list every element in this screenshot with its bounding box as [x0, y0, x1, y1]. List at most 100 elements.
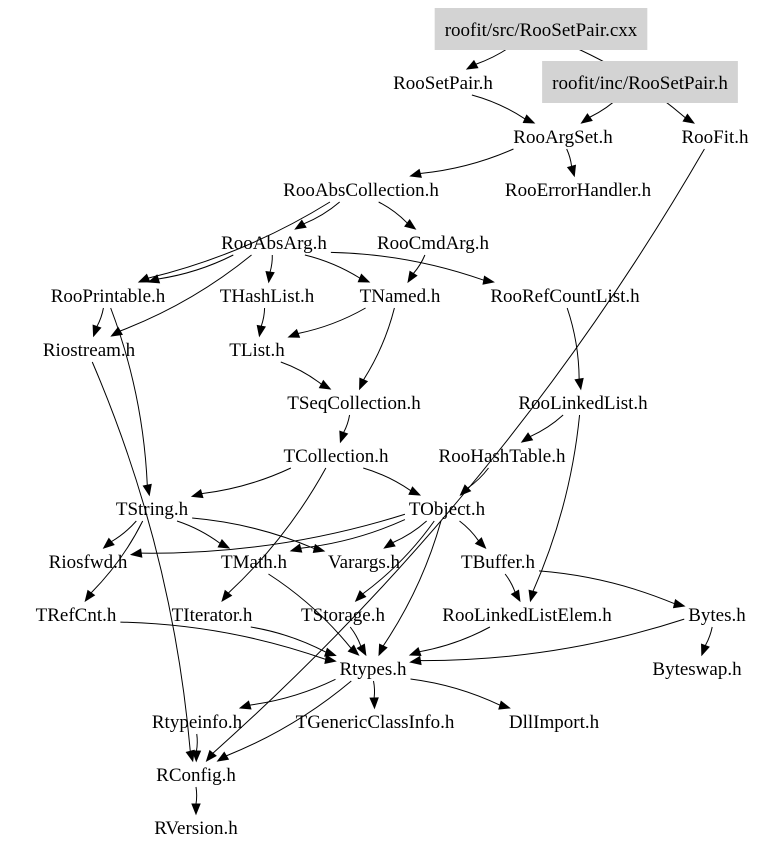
graph-node[interactable]: RVersion.h: [154, 818, 238, 839]
graph-node[interactable]: Riostream.h: [43, 340, 136, 361]
node-label: TStorage.h: [301, 605, 385, 626]
dependency-edge: [250, 626, 327, 653]
arrowhead-icon: [474, 537, 487, 549]
arrowhead-icon: [287, 328, 301, 338]
graph-node[interactable]: TSeqCollection.h: [287, 393, 421, 414]
graph-node[interactable]: RooLinkedList.h: [518, 393, 648, 414]
dependency-edge: [280, 361, 322, 385]
graph-node[interactable]: TCollection.h: [283, 446, 389, 467]
node-label: RooSetPair.h: [393, 73, 493, 94]
graph-node[interactable]: RooSetPair.h: [393, 73, 493, 94]
node-label: THashList.h: [220, 286, 315, 307]
graph-node[interactable]: roofit/inc/RooSetPair.h: [542, 61, 738, 103]
node-label: RConfig.h: [156, 765, 236, 786]
node-label: RooLinkedList.h: [518, 393, 648, 414]
node-label: TSeqCollection.h: [287, 393, 421, 414]
dependency-edge: [110, 307, 148, 486]
dependency-edge: [212, 148, 705, 754]
graph-node[interactable]: TMath.h: [221, 552, 287, 573]
arrowhead-icon: [347, 644, 360, 656]
arrowhead-icon: [383, 538, 396, 549]
arrowhead-icon: [324, 654, 337, 664]
node-label: Riosfwd.h: [49, 552, 128, 573]
node-label: TObject.h: [409, 499, 486, 520]
graph-node[interactable]: TNamed.h: [360, 286, 441, 307]
graph-node[interactable]: RooAbsArg.h: [221, 233, 327, 254]
node-label: RooErrorHandler.h: [505, 180, 652, 201]
arrowhead-icon: [404, 218, 417, 230]
graph-node[interactable]: Bytes.h: [688, 605, 746, 626]
arrowhead-icon: [566, 164, 577, 178]
node-label: TCollection.h: [283, 446, 389, 467]
graph-node[interactable]: RConfig.h: [156, 765, 236, 786]
arrowhead-icon: [574, 377, 584, 391]
graph-node[interactable]: TObject.h: [409, 499, 486, 520]
graph-node[interactable]: TList.h: [229, 340, 285, 361]
dependency-edge: [249, 678, 336, 706]
graph-node[interactable]: DllImport.h: [509, 712, 600, 733]
graph-node[interactable]: RooAbsCollection.h: [283, 180, 439, 201]
graph-node[interactable]: THashList.h: [220, 286, 315, 307]
node-label: TNamed.h: [360, 286, 441, 307]
dependency-edge: [269, 254, 273, 273]
node-label: RooAbsArg.h: [221, 233, 327, 254]
dependency-edge: [148, 201, 331, 279]
graph-node[interactable]: Rtypes.h: [339, 659, 407, 680]
graph-node[interactable]: RooFit.h: [681, 127, 749, 148]
graph-node[interactable]: TGenericClassInfo.h: [296, 712, 455, 733]
graph-node[interactable]: RooRefCountList.h: [490, 286, 640, 307]
graph-node[interactable]: TBuffer.h: [461, 552, 536, 573]
graph-node[interactable]: TString.h: [116, 499, 189, 520]
graph-node[interactable]: Riosfwd.h: [49, 552, 128, 573]
arrowhead-icon: [465, 59, 479, 70]
dependency-edge: [120, 621, 326, 660]
arrowhead-icon: [265, 270, 275, 284]
dependency-edge: [378, 201, 408, 224]
dependency-edge: [226, 680, 352, 757]
graph-node[interactable]: Varargs.h: [328, 552, 400, 573]
arrowhead-icon: [356, 643, 367, 657]
arrowhead-icon: [682, 113, 696, 124]
graph-node[interactable]: RooPrintable.h: [51, 286, 166, 307]
node-label: RooCmdArg.h: [377, 233, 490, 254]
node-label: TBuffer.h: [461, 552, 536, 573]
arrowhead-icon: [102, 537, 115, 549]
node-label: Bytes.h: [688, 605, 746, 626]
node-label: Varargs.h: [328, 552, 400, 573]
dependency-edge: [420, 148, 514, 174]
arrowhead-icon: [142, 483, 152, 497]
graph-node[interactable]: RooHashTable.h: [439, 446, 566, 467]
dependency-edge: [538, 570, 675, 605]
dependency-edge: [195, 786, 198, 805]
graph-node[interactable]: TStorage.h: [301, 605, 385, 626]
graph-node[interactable]: RooCmdArg.h: [377, 233, 490, 254]
dependency-edge: [111, 520, 137, 543]
arrowhead-icon: [701, 643, 710, 657]
node-label: TString.h: [116, 499, 189, 520]
graph-node[interactable]: roofit/src/RooSetPair.cxx: [434, 8, 648, 50]
arrowhead-icon: [672, 598, 686, 609]
node-label: RooFit.h: [681, 127, 749, 148]
graph-node[interactable]: Byteswap.h: [652, 659, 742, 680]
dependency-edge: [530, 414, 564, 437]
highlighted-node-box: [434, 8, 648, 50]
graph-node[interactable]: RooErrorHandler.h: [505, 180, 652, 201]
graph-node[interactable]: TIterator.h: [172, 605, 253, 626]
graph-node[interactable]: RooLinkedListElem.h: [442, 605, 612, 626]
graph-node[interactable]: Rtypeinfo.h: [152, 712, 243, 733]
graph-node[interactable]: TRefCnt.h: [36, 605, 117, 626]
node-label: roofit/src/RooSetPair.cxx: [445, 20, 638, 41]
dependency-edge: [343, 414, 351, 433]
arrowhead-icon: [378, 643, 388, 657]
dependency-edge: [158, 254, 234, 280]
arrowhead-icon: [190, 488, 204, 499]
arrowhead-icon: [357, 273, 371, 283]
edges-layer: [84, 41, 713, 816]
node-label: RooLinkedListElem.h: [442, 605, 612, 626]
dependency-edge: [566, 148, 573, 167]
dependency-edge: [300, 519, 406, 549]
arrowhead-icon: [408, 647, 422, 656]
arrowhead-icon: [84, 589, 96, 603]
graph-node[interactable]: RooArgSet.h: [513, 127, 613, 148]
